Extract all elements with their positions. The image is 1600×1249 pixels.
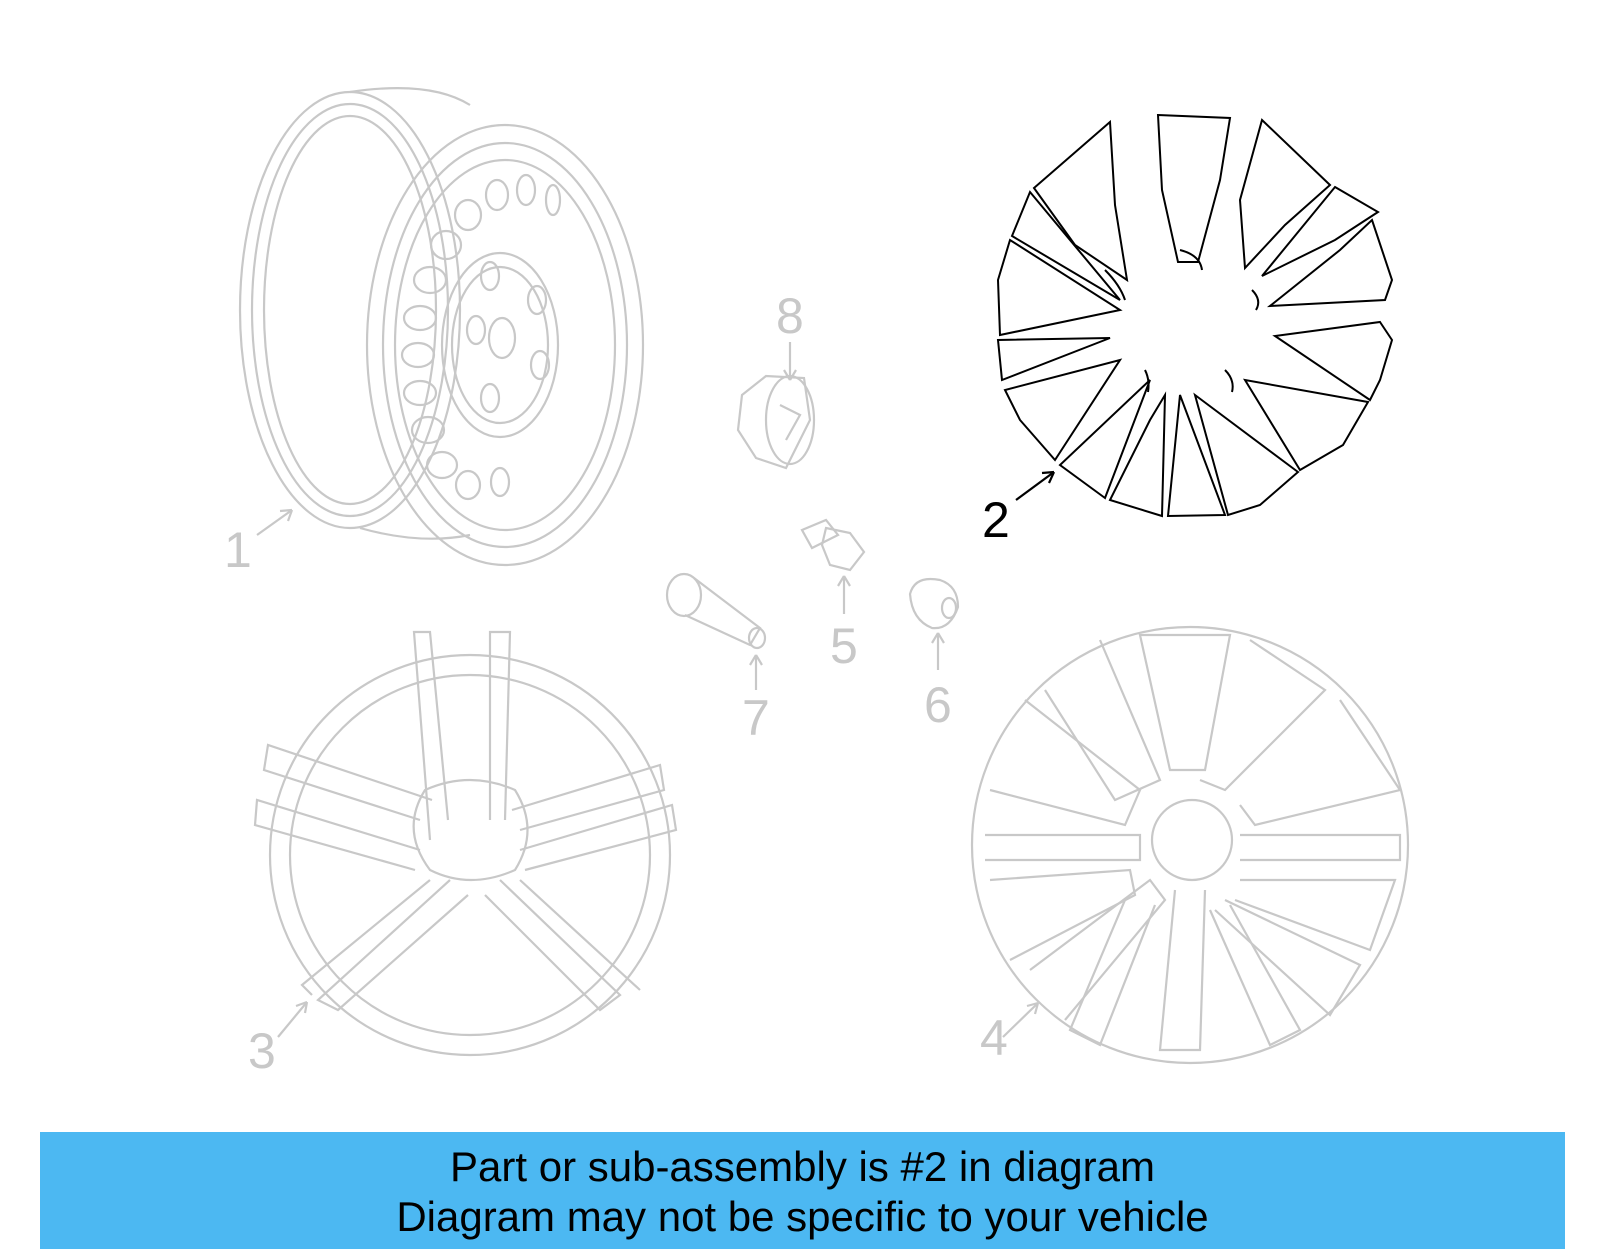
leader-arrows (256, 342, 1056, 1038)
info-banner: Part or sub-assembly is #2 in diagram Di… (40, 1132, 1565, 1249)
banner-line-1: Part or sub-assembly is #2 in diagram (450, 1143, 1155, 1190)
part-1-steel-wheel (238, 87, 645, 567)
part-6-valve-cap (908, 577, 960, 630)
callout-7: 7 (742, 690, 770, 746)
callout-1: 1 (224, 522, 252, 578)
part-3-alloy-wheel (253, 630, 678, 1057)
part-5-valve-stem (800, 518, 866, 572)
banner-line-2: Diagram may not be specific to your vehi… (396, 1193, 1209, 1240)
part-7-tire-valve (665, 572, 767, 650)
part-4-wheel-cover (970, 625, 1410, 1065)
callout-6: 6 (924, 677, 952, 733)
callout-4: 4 (980, 1010, 1008, 1066)
part-2-wheel-cover (996, 113, 1394, 518)
callout-8: 8 (776, 288, 804, 344)
callout-5: 5 (830, 618, 858, 674)
callout-2: 2 (982, 492, 1010, 548)
part-8-center-cap (736, 374, 816, 470)
callout-3: 3 (248, 1023, 276, 1079)
